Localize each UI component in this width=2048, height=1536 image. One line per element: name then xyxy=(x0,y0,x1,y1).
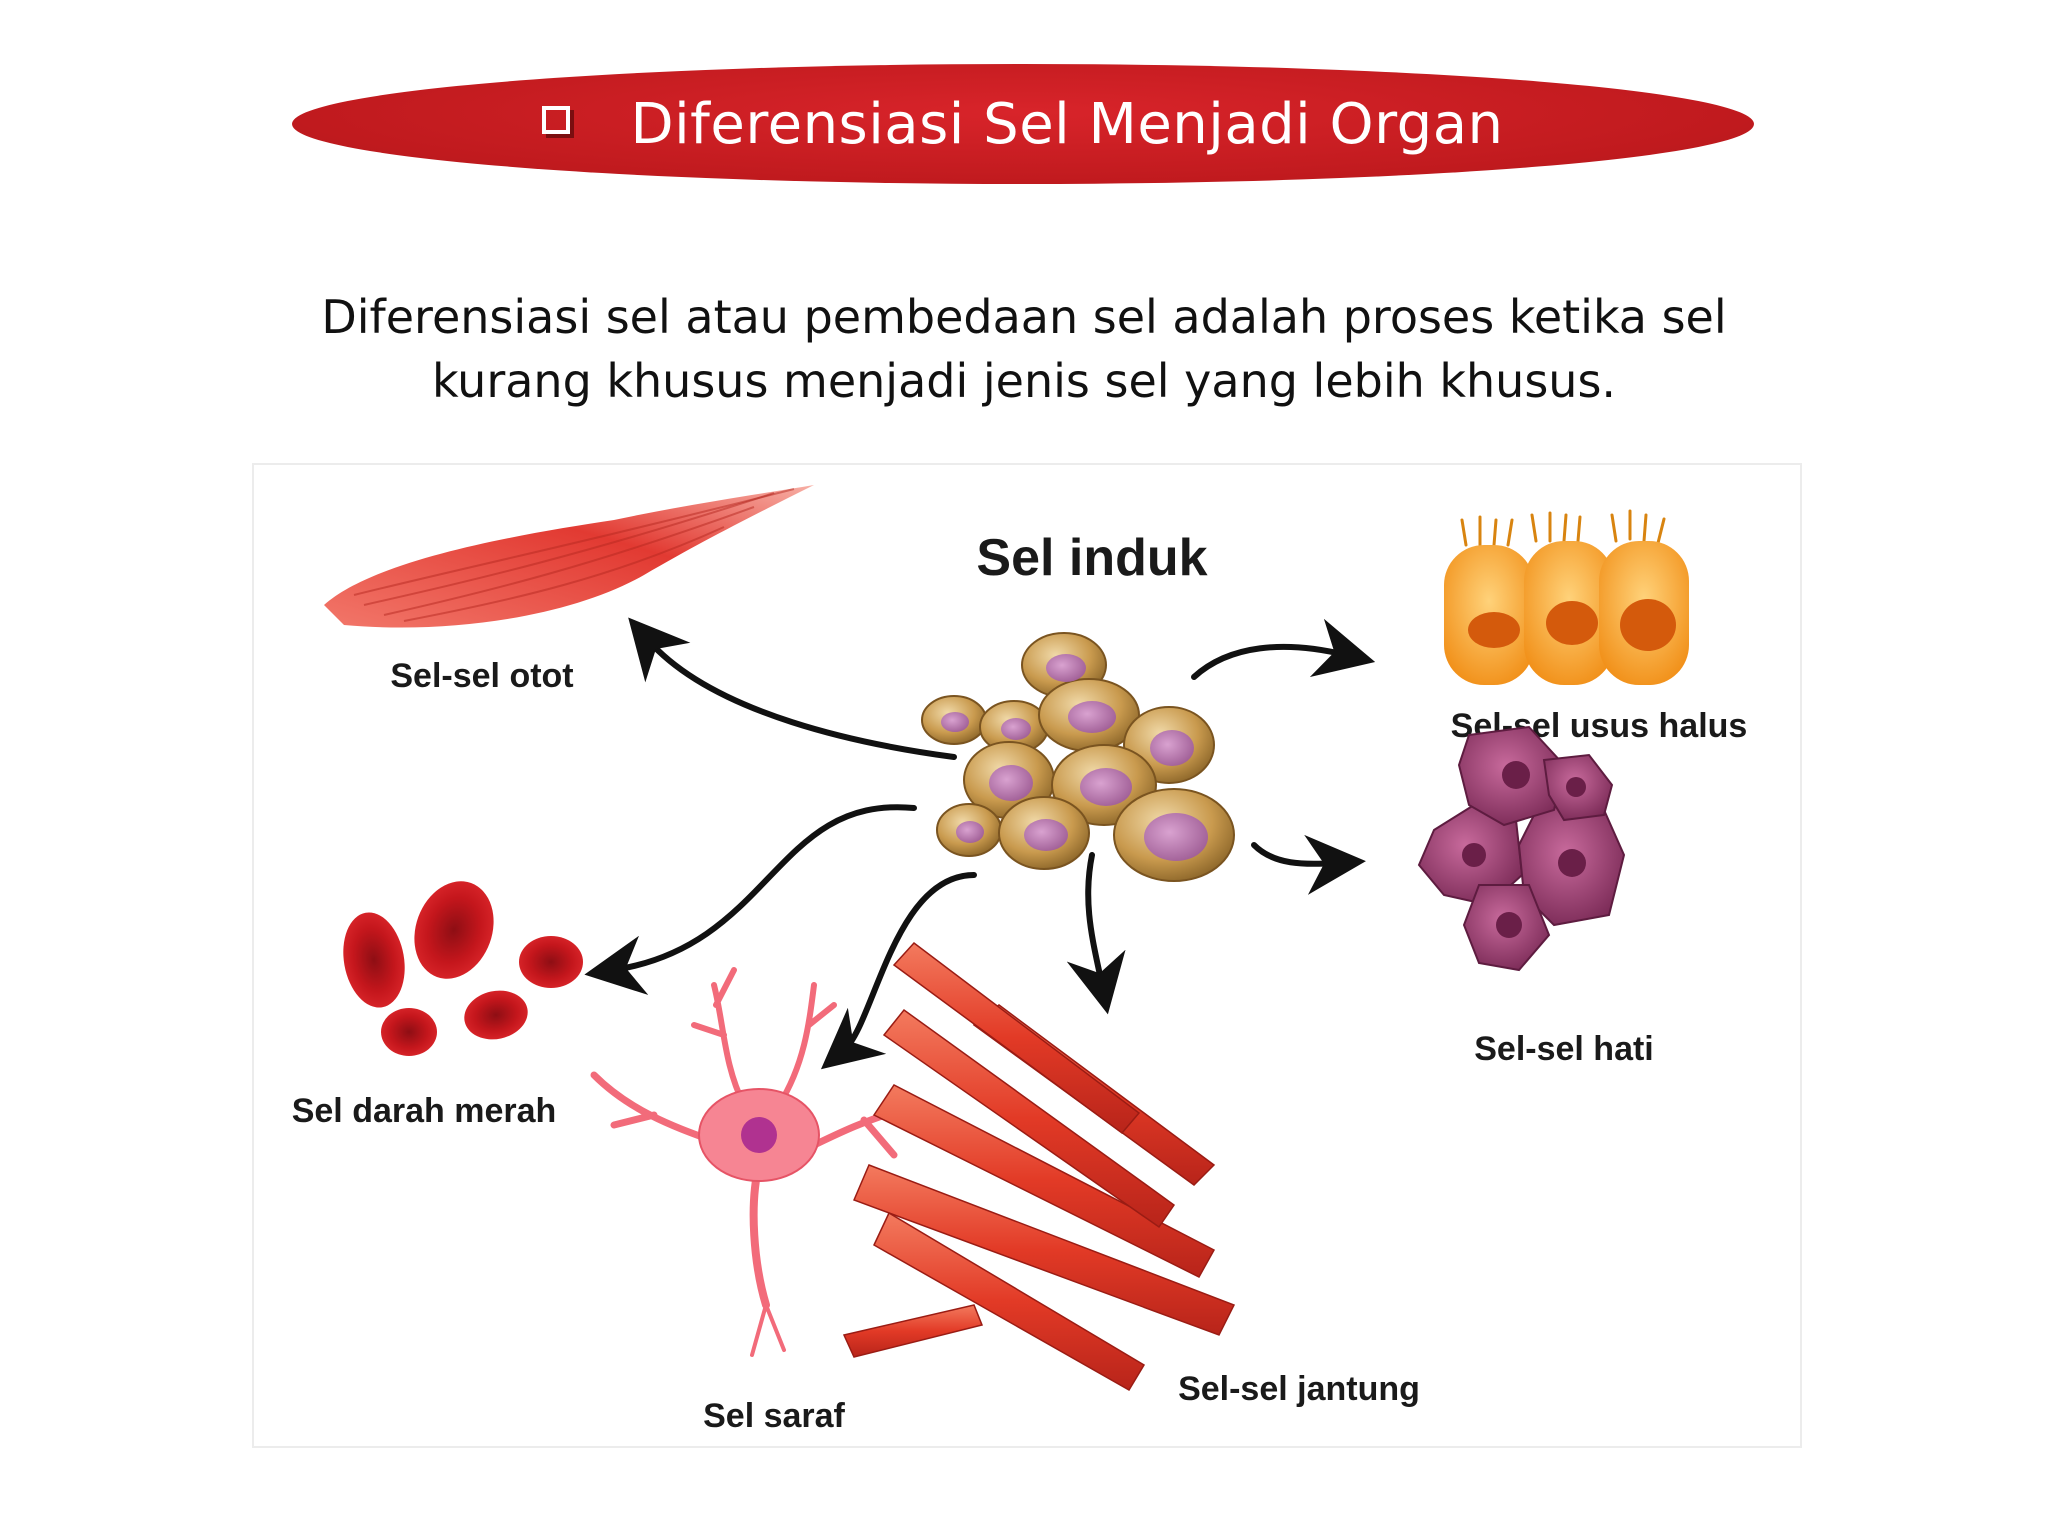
intro-line-1: Diferensiasi sel atau pembedaan sel adal… xyxy=(321,290,1727,344)
intro-line-2: kurang khusus menjadi jenis sel yang leb… xyxy=(431,354,1617,408)
differentiation-arrows xyxy=(584,617,1376,1070)
liver-cells-illustration xyxy=(1417,725,1626,972)
intro-paragraph: Diferensiasi sel atau pembedaan sel adal… xyxy=(200,285,1848,413)
arrow-to-heart xyxy=(1066,852,1126,1015)
label-red-blood-cells: Sel darah merah xyxy=(292,1092,557,1130)
label-liver-cells: Sel-sel hati xyxy=(1474,1030,1654,1068)
arrow-to-blood xyxy=(584,804,917,995)
stem-cell-cluster-illustration xyxy=(921,632,1235,882)
arrow-to-intestine xyxy=(1191,618,1376,680)
nerve-cell-nucleus xyxy=(741,1117,777,1153)
label-muscle-cells: Sel-sel otot xyxy=(390,657,573,695)
label-nerve-cell: Sel saraf xyxy=(703,1397,845,1435)
intestine-cells-illustration xyxy=(1444,509,1689,685)
label-heart-cells: Sel-sel jantung xyxy=(1178,1370,1420,1408)
checkbox-bullet-icon xyxy=(542,106,571,134)
title-banner: Diferensiasi Sel Menjadi Organ xyxy=(292,64,1754,184)
arrow-to-liver xyxy=(1251,834,1366,895)
cell-differentiation-diagram: Sel-sel otot Sel induk xyxy=(292,485,1747,1435)
muscle-cell-illustration xyxy=(324,485,814,628)
label-stem-cell: Sel induk xyxy=(976,529,1207,587)
diagram-frame: Sel-sel otot Sel induk xyxy=(252,463,1802,1448)
page-title: Diferensiasi Sel Menjadi Organ xyxy=(630,91,1504,157)
heart-cells-illustration xyxy=(842,941,1236,1392)
red-blood-cells-illustration xyxy=(343,881,583,1056)
arrow-to-muscle xyxy=(628,617,957,760)
arrow-to-nerve xyxy=(821,872,977,1070)
